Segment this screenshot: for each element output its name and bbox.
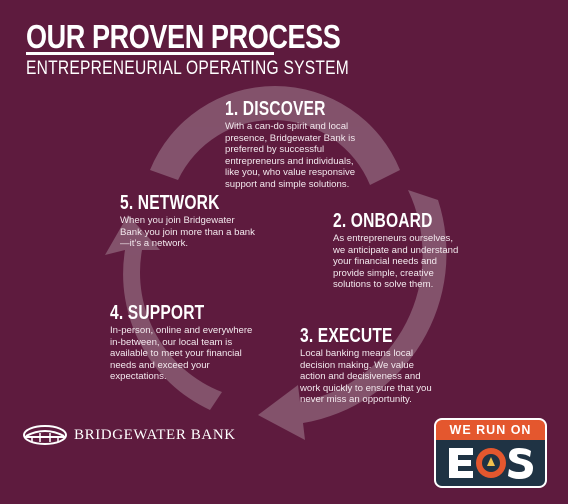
step-support: 4. SUPPORT In-person, online and everywh… — [110, 302, 255, 383]
step-description: In-person, online and everywhere in-betw… — [110, 325, 253, 383]
eos-badge: WE RUN ON — [434, 418, 547, 488]
bank-name: BRIDGEWATER BANK — [74, 426, 236, 443]
step-network: 5. NETWORK When you join Bridgewater Ban… — [120, 192, 255, 250]
step-description: With a can-do spirit and local presence,… — [225, 121, 356, 190]
eos-logo-icon — [448, 448, 533, 479]
eos-badge-tagline: WE RUN ON — [436, 420, 545, 440]
step-title: 1. DISCOVER — [225, 98, 326, 120]
bridge-logo-icon — [23, 425, 67, 445]
step-onboard: 2. ONBOARD As entrepreneurs ourselves, w… — [333, 210, 465, 291]
step-execute: 3. EXECUTE Local banking means local dec… — [300, 325, 432, 406]
bridgewater-logo: BRIDGEWATER BANK — [22, 424, 236, 446]
page-title: OUR PROVEN PROCESS — [26, 18, 341, 55]
step-title: 5. NETWORK — [120, 192, 220, 214]
step-description: Local banking means local decision makin… — [300, 348, 432, 406]
cycle-arrow-right — [258, 190, 447, 440]
step-description: As entrepreneurs ourselves, we anticipat… — [333, 233, 459, 291]
step-title: 2. ONBOARD — [333, 210, 433, 232]
step-title: 4. SUPPORT — [110, 302, 205, 324]
step-discover: 1. DISCOVER With a can-do spirit and loc… — [225, 98, 360, 191]
title-underline — [26, 52, 274, 55]
eos-badge-logo — [436, 440, 545, 486]
cycle-arrow-top — [150, 85, 400, 185]
cycle-arrow-left — [105, 215, 222, 410]
step-title: 3. EXECUTE — [300, 325, 393, 347]
page-subtitle: ENTREPRENEURIAL OPERATING SYSTEM — [26, 58, 349, 79]
step-description: When you join Bridgewater Bank you join … — [120, 215, 255, 250]
